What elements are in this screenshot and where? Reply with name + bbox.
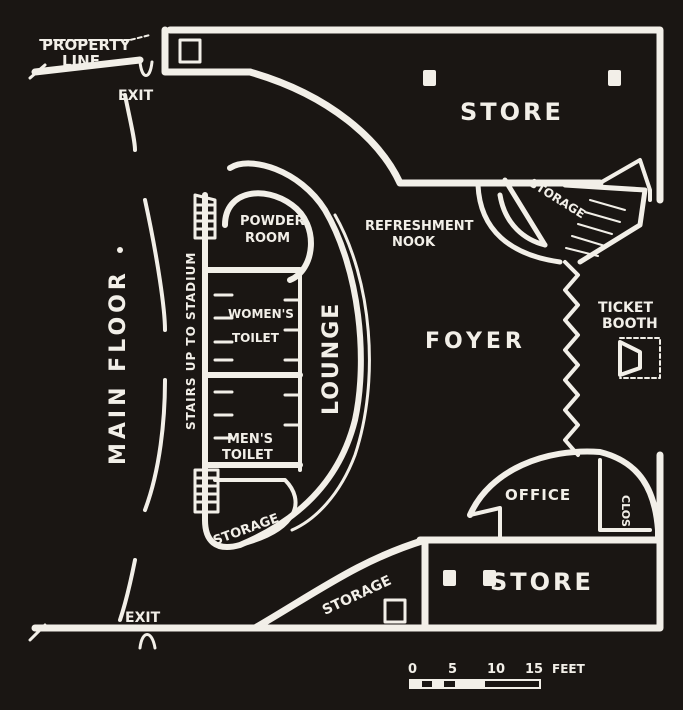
label-refreshment-1: REFRESHMENT — [365, 219, 474, 234]
label-main-floor: MAIN FLOOR — [106, 269, 131, 465]
label-mens-1: MEN'S — [227, 432, 273, 447]
core-storage-wall — [213, 478, 298, 547]
label-office: OFFICE — [505, 486, 571, 504]
mens-stalls — [213, 390, 234, 440]
label-store-top: STORE — [460, 98, 564, 126]
outer-walls — [31, 26, 664, 632]
label-powder-1: POWDER — [240, 214, 305, 229]
lower-curved-wall — [251, 536, 429, 632]
top-entry-block — [161, 26, 254, 76]
office-walls — [467, 448, 661, 543]
top-door-box — [178, 38, 202, 64]
nook-divider — [502, 177, 548, 248]
scale-tick-5: 5 — [448, 662, 457, 677]
lounge-core-walls — [202, 160, 371, 550]
property-line — [39, 34, 151, 41]
exit-door-top — [138, 60, 154, 77]
label-exit-bottom: EXIT — [125, 610, 161, 626]
upper-curved-wall — [246, 68, 604, 187]
rail-lower — [143, 378, 167, 512]
refreshment-nook-walls — [475, 177, 648, 265]
floor-marker — [117, 247, 123, 253]
bottom-wall — [31, 451, 664, 632]
exit-rail-bottom — [118, 558, 137, 622]
office-curve — [467, 448, 661, 543]
wall-end-bottom-left — [28, 623, 47, 642]
scale-tick-15: 15 — [525, 662, 543, 677]
ticket-booth-box — [619, 337, 661, 379]
scale-bar: 0 5 10 15 FEET — [408, 662, 586, 689]
upper-stair-box — [193, 193, 217, 240]
stair-treads-right — [565, 199, 626, 257]
label-clos: CLOS. — [619, 495, 632, 531]
small-doors — [178, 38, 407, 624]
ticket-booth-outline — [619, 337, 661, 379]
basin-row — [283, 298, 302, 427]
toilet-stalls — [213, 293, 302, 440]
scale-unit: FEET — [552, 662, 586, 676]
label-womens-2: TOILET — [232, 331, 280, 345]
lower-stair-box — [193, 468, 220, 514]
nook-outer-curve — [475, 182, 563, 265]
scale-seg-3 — [455, 680, 485, 688]
stair-box — [562, 182, 648, 265]
nook-inner-curve — [497, 192, 548, 248]
folding-partition — [563, 260, 580, 457]
lower-stair-treads — [195, 476, 218, 504]
scale-seg-2 — [432, 680, 444, 688]
label-mens-2: TOILET — [222, 448, 273, 463]
left-stairs — [193, 193, 220, 514]
exit-rail-top — [123, 93, 137, 152]
main-floor-rail — [118, 93, 167, 622]
label-refreshment-2: NOOK — [392, 235, 436, 250]
bottom-door-box — [383, 598, 407, 624]
label-lounge: LOUNGE — [319, 302, 344, 415]
column-b — [608, 70, 621, 86]
label-store-bottom: STORE — [490, 568, 594, 596]
label-ticket-2: BOOTH — [602, 316, 658, 332]
store-top-details — [423, 70, 652, 586]
ticket-booth-shape — [618, 340, 642, 377]
office-left-wall — [468, 506, 502, 542]
upper-stair-treads — [195, 203, 215, 231]
closet-wall — [598, 458, 652, 532]
label-exit-top: EXIT — [118, 88, 154, 104]
scale-seg-1 — [410, 680, 422, 688]
exit-door-bottom — [138, 633, 157, 650]
scale-tick-10: 10 — [487, 662, 505, 677]
label-property-2: LINE — [62, 52, 100, 70]
label-foyer: FOYER — [425, 329, 526, 354]
column-c — [483, 570, 496, 586]
store-top-corner — [598, 158, 652, 202]
rail-upper — [143, 198, 167, 332]
label-ticket-1: TICKET — [598, 300, 653, 316]
top-store-wall — [166, 26, 664, 204]
label-stairs: STAIRS UP TO STADIUM — [184, 252, 198, 430]
wall-end-top-left — [28, 63, 47, 80]
label-womens-1: WOMEN'S — [228, 307, 294, 321]
column-a — [423, 70, 436, 86]
exit-doors — [28, 60, 157, 650]
lounge-window-band — [290, 213, 371, 532]
label-powder-2: ROOM — [245, 231, 290, 246]
womens-stalls — [213, 293, 234, 362]
top-left-wall — [31, 56, 144, 76]
powder-room-wall — [222, 190, 314, 283]
label-property-1: PROPERTY — [42, 36, 132, 54]
scale-tick-0: 0 — [408, 662, 417, 677]
column-d — [443, 570, 456, 586]
